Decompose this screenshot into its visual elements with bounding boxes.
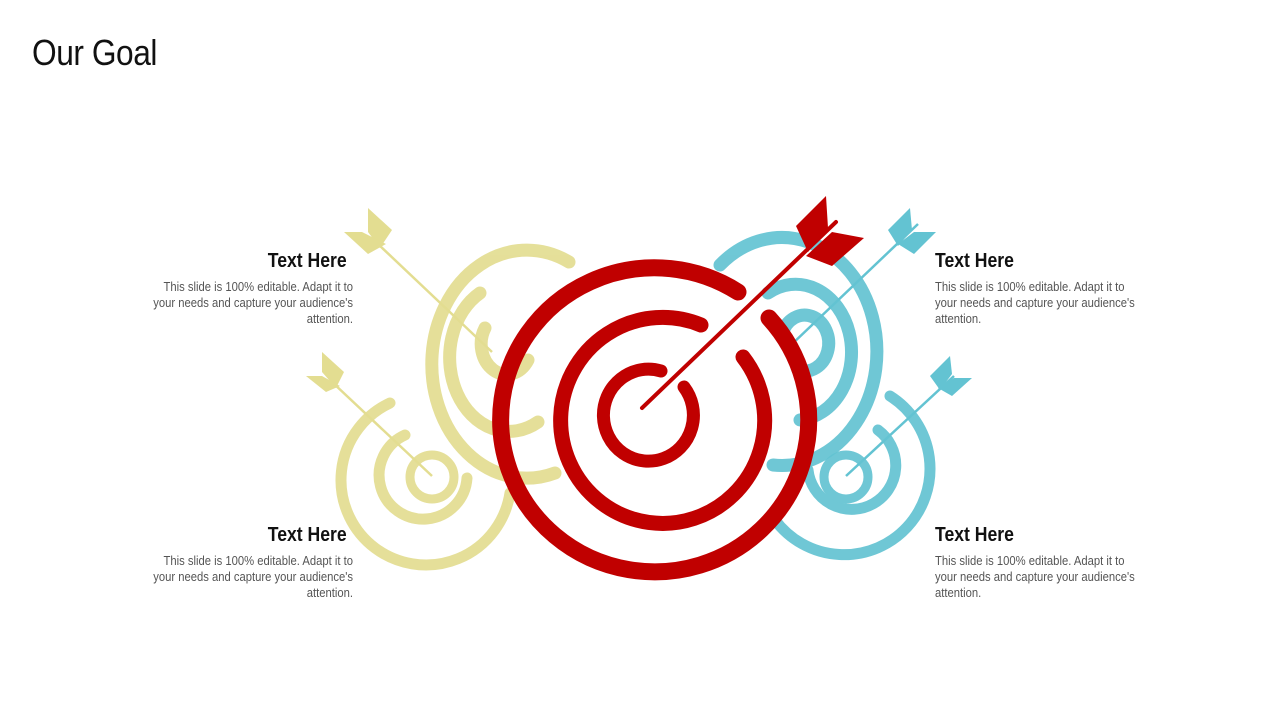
right-target-small-icon — [769, 390, 936, 561]
block-heading: Text Here — [268, 524, 347, 546]
right-target-large-icon — [713, 231, 884, 472]
block-heading: Text Here — [268, 250, 347, 272]
left-target-small-icon — [335, 397, 516, 571]
text-block-top-right: Text Here This slide is 100% editable. A… — [935, 250, 1165, 328]
block-heading: Text Here — [935, 524, 1014, 546]
block-body: This slide is 100% editable. Adapt it to… — [935, 554, 1135, 600]
left-arrow-upper-icon — [344, 208, 493, 353]
block-body: This slide is 100% editable. Adapt it to… — [153, 554, 353, 600]
right-arrow-lower-icon — [845, 356, 972, 477]
left-target-large-icon — [425, 243, 576, 485]
right-arrow-upper-icon — [789, 208, 936, 347]
text-block-bottom-left: Text Here This slide is 100% editable. A… — [117, 524, 353, 602]
block-heading: Text Here — [935, 250, 1014, 272]
center-arrow-icon — [640, 196, 864, 410]
center-target-icon — [492, 259, 818, 581]
block-body: This slide is 100% editable. Adapt it to… — [153, 280, 353, 326]
text-block-bottom-right: Text Here This slide is 100% editable. A… — [935, 524, 1165, 602]
slide-title: Our Goal — [32, 32, 158, 73]
left-arrow-lower-icon — [306, 352, 433, 477]
block-body: This slide is 100% editable. Adapt it to… — [935, 280, 1135, 326]
text-block-top-left: Text Here This slide is 100% editable. A… — [117, 250, 353, 328]
